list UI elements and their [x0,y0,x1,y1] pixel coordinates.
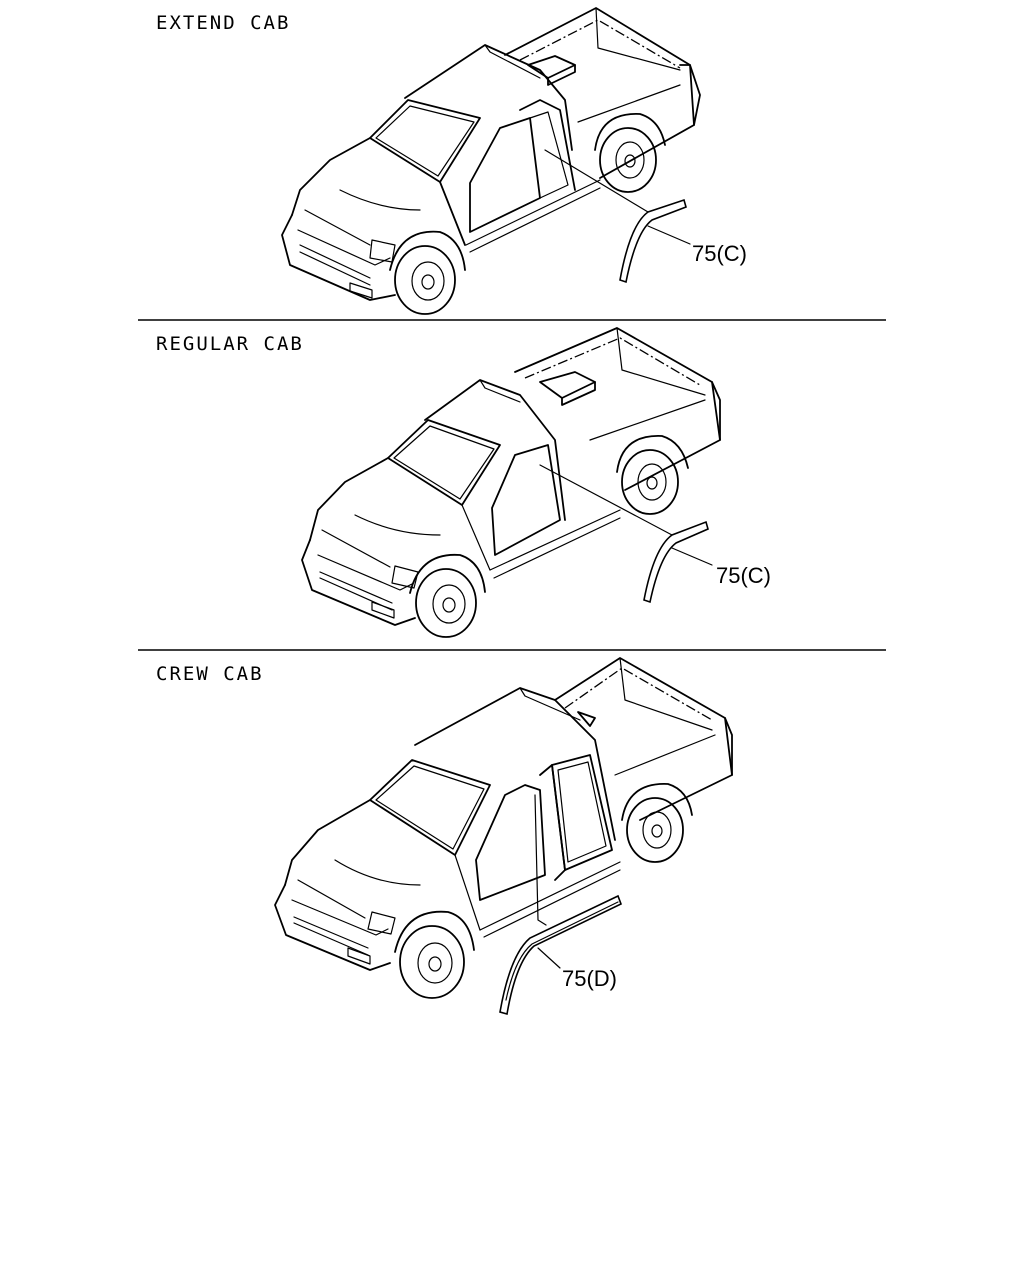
part-label-crew-cab: 75(D) [562,966,618,991]
part-label-extend-cab: 75(C) [692,241,748,266]
weatherstrip-regular-cab [643,520,713,604]
truck-crew-cab [274,657,733,999]
truck-regular-cab [301,327,721,638]
weatherstrip-crew-cab [499,894,623,1016]
section-label-regular-cab: REGULAR CAB [156,333,304,355]
section-label-extend-cab: EXTEND CAB [156,12,291,34]
weatherstrip-extend-cab [619,198,691,284]
truck-extend-cab [281,7,701,315]
section-label-crew-cab: CREW CAB [156,663,264,685]
part-label-regular-cab: 75(C) [716,563,772,588]
